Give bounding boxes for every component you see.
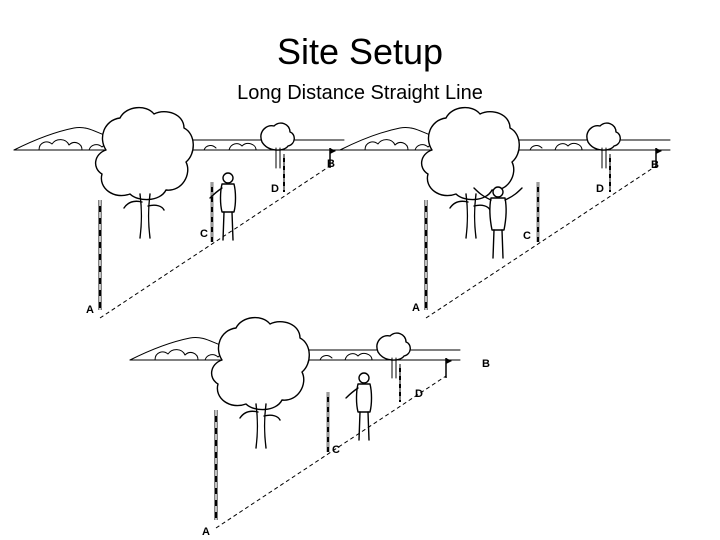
label-b: B — [327, 158, 335, 170]
label-a: A — [412, 302, 420, 314]
slide-title: Site Setup — [276, 31, 444, 72]
label-a: A — [86, 304, 94, 316]
panel-top-right: A B C D — [338, 106, 672, 320]
panel-bottom: A B C D — [128, 316, 490, 538]
slide-subtitle: Long Distance Straight Line — [237, 82, 483, 104]
panel-top-left: A B C D — [12, 106, 346, 320]
label-c: C — [200, 228, 208, 240]
label-b: B — [482, 358, 490, 370]
label-a: A — [202, 526, 210, 538]
label-b: B — [651, 159, 659, 171]
label-d: D — [415, 388, 423, 400]
label-d: D — [271, 183, 279, 195]
label-c: C — [523, 230, 531, 242]
label-d: D — [596, 183, 604, 195]
label-c: C — [332, 444, 340, 456]
